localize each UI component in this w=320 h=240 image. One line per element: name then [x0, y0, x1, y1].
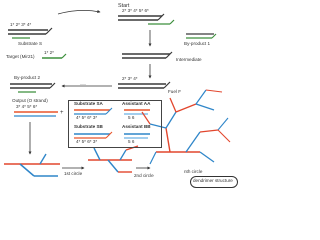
- domains-sa: 4* 5* 6* 3*: [76, 115, 98, 120]
- label-byproduct-1: By-product 1: [184, 41, 211, 46]
- label-substrate-s: Substrate S: [18, 41, 43, 46]
- nth-circle-dendrimer: [141, 89, 231, 165]
- target-mir21-strand: [42, 53, 67, 59]
- label-intermediate: Intermediate: [176, 57, 202, 62]
- domains-top: 2* 3* 4* 5* 6*: [122, 8, 149, 13]
- label-substrate-sb: Substrate SB: [74, 124, 103, 129]
- domains-aa: 5 6: [128, 115, 135, 120]
- label-circle-n: nth circle: [184, 169, 203, 174]
- start-complex: [118, 13, 175, 25]
- plus-sign: +: [60, 110, 64, 116]
- reaction-diagram: [4, 9, 231, 177]
- domains-output: 3* 4* 5* 6*: [16, 104, 38, 109]
- label-dendrimer: dendrimer structure: [193, 178, 233, 183]
- byproduct-2-complex: [10, 82, 56, 93]
- domains-bb: 5 6: [128, 139, 135, 144]
- first-circle-structure: [4, 153, 60, 177]
- arrow-to-start: [57, 9, 101, 15]
- intermediate-complex: [122, 51, 173, 59]
- label-output: Output (O strand): [12, 98, 48, 103]
- substrate-assistant-box-frame: [68, 100, 162, 148]
- domains-fuel: 2* 3* 4*: [122, 76, 138, 81]
- label-circle-2: 2nd circle: [134, 173, 154, 178]
- byproduct-1-complex: [186, 33, 217, 39]
- substrate-s-complex: [8, 27, 53, 39]
- ellipsis: ···: [80, 82, 86, 88]
- label-fuel-f: Fuel F: [168, 89, 182, 94]
- label-circle-1: 1st circle: [64, 171, 83, 176]
- label-target: Target (Mir21): [6, 54, 35, 59]
- fuel-f-complex: [118, 81, 171, 89]
- dendrimer-label-pill: [190, 176, 238, 188]
- second-circle-structure: [88, 145, 139, 173]
- label-substrate-sa: Substrate SA: [74, 101, 103, 106]
- label-assistant-bb: Assistant BB: [122, 124, 151, 129]
- label-start: Start: [118, 3, 130, 9]
- output-o-strand: [14, 111, 58, 117]
- label-byproduct-2: By-product 2: [14, 75, 41, 80]
- substrate-assistant-box: [74, 107, 150, 139]
- domains-sb: 4* 5* 6* 3*: [76, 139, 98, 144]
- domains-target: 1* 2*: [44, 50, 54, 55]
- domains-substrate-s: 1* 2* 3* 4*: [10, 22, 32, 27]
- label-assistant-aa: Assistant AA: [122, 101, 151, 106]
